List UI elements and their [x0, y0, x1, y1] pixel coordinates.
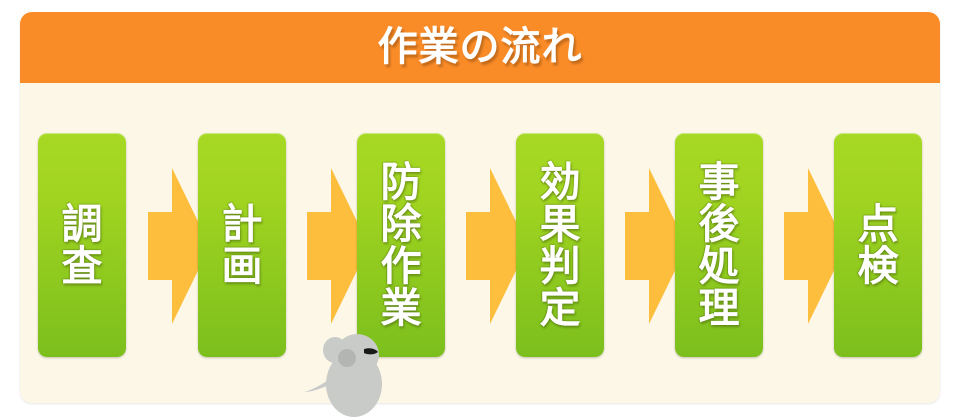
- flow-step-1-char-1: 調: [61, 200, 103, 247]
- flow-step-1-label: 調 査: [38, 133, 126, 357]
- flow-steps-row: 調 査 計 画 防 除 作 業: [20, 83, 940, 403]
- flow-step-6-char-1: 点: [857, 200, 899, 247]
- flow-step-4[interactable]: 効 果 判 定: [516, 133, 604, 357]
- flow-arrow-4: [605, 168, 685, 324]
- page-title: 作業の流れ: [377, 25, 583, 69]
- flow-step-2-char-1: 計: [221, 200, 263, 247]
- flow-step-6-char-2: 検: [857, 243, 899, 289]
- flow-step-2[interactable]: 計 画: [198, 133, 286, 357]
- flow-step-3-char-3: 作: [380, 243, 422, 289]
- mouse-icon: [300, 330, 420, 420]
- flow-step-4-char-2: 果: [539, 200, 581, 247]
- flow-step-5-char-3: 処: [698, 243, 740, 289]
- flow-step-6[interactable]: 点 検: [834, 133, 922, 357]
- flow-step-5-char-4: 理: [698, 285, 740, 332]
- flow-step-2-char-2: 画: [221, 243, 263, 289]
- flow-step-4-char-1: 効: [539, 158, 581, 205]
- flow-step-3[interactable]: 防 除 作 業: [357, 133, 445, 357]
- flow-step-6-label: 点 検: [834, 133, 922, 357]
- flow-arrow-3: [446, 168, 526, 324]
- flow-step-5-char-1: 事: [698, 158, 740, 205]
- flow-step-4-char-3: 判: [539, 243, 581, 289]
- flow-arrow-5: [764, 168, 844, 324]
- flow-card: 作業の流れ: [20, 12, 940, 403]
- flow-step-1[interactable]: 調 査: [38, 133, 126, 357]
- flow-step-3-char-2: 除: [380, 200, 422, 247]
- card-body: 調 査 計 画 防 除 作 業: [20, 83, 940, 403]
- flow-step-4-char-4: 定: [539, 285, 581, 332]
- flow-step-4-label: 効 果 判 定: [516, 133, 604, 357]
- flow-step-3-label: 防 除 作 業: [357, 133, 445, 357]
- flow-step-3-char-1: 防: [380, 158, 422, 205]
- flow-step-5-char-2: 後: [698, 200, 740, 247]
- flow-step-3-char-4: 業: [380, 285, 422, 332]
- flow-step-5-label: 事 後 処 理: [675, 133, 763, 357]
- flow-step-1-char-2: 査: [61, 243, 103, 289]
- flow-arrow-1: [128, 168, 208, 324]
- flow-arrow-2: [287, 168, 367, 324]
- flow-step-5[interactable]: 事 後 処 理: [675, 133, 763, 357]
- flow-step-2-label: 計 画: [198, 133, 286, 357]
- card-header: 作業の流れ: [20, 12, 940, 83]
